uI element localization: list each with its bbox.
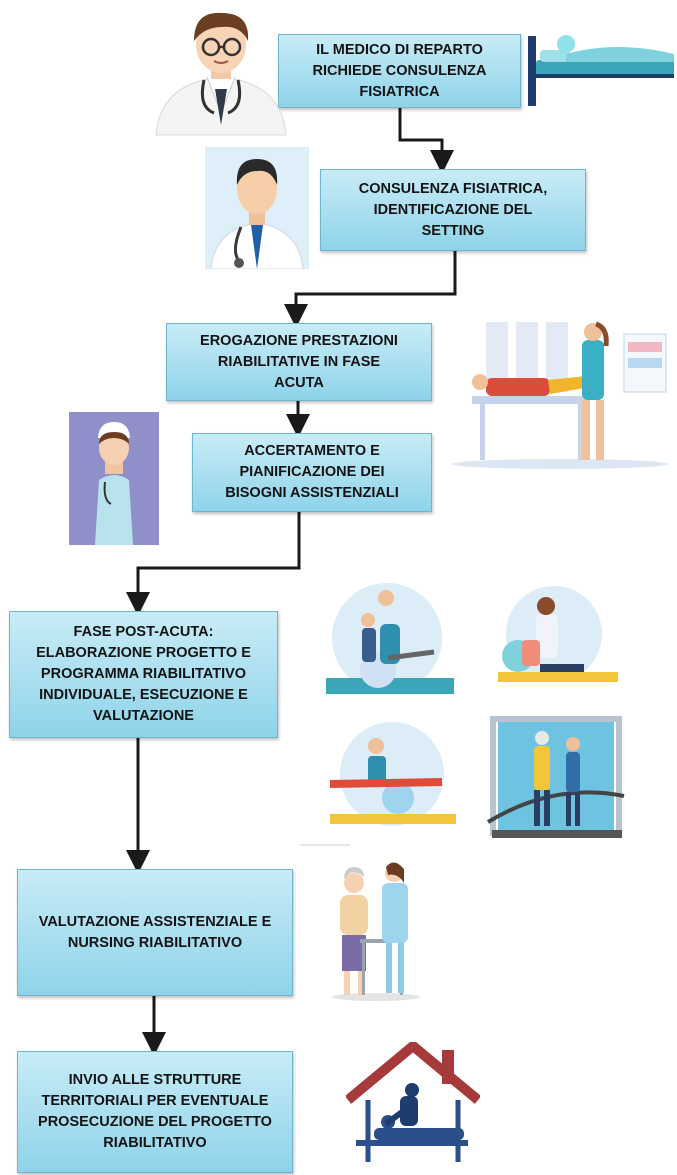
physiotherapy-table-icon xyxy=(452,321,668,469)
treadmill-icon xyxy=(484,712,628,842)
home-care-icon xyxy=(346,1042,480,1162)
arrow-1-2 xyxy=(398,108,454,174)
rehab-exercise-icons xyxy=(326,583,618,826)
step-5-text: FASE POST-ACUTA: ELABORAZIONE PROGETTO E… xyxy=(36,624,251,724)
step-1-text: IL MEDICO DI REPARTO RICHIEDE CONSULENZA… xyxy=(312,41,487,100)
step-6-box: VALUTAZIONE ASSISTENZIALE E NURSING RIAB… xyxy=(17,869,293,996)
arrow-2-3 xyxy=(284,250,457,328)
physician-stethoscope-icon xyxy=(205,147,309,269)
step-3-text: EROGAZIONE PRESTAZIONI RIABILITATIVE IN … xyxy=(200,332,398,391)
step-3-box: EROGAZIONE PRESTAZIONI RIABILITATIVE IN … xyxy=(166,323,432,401)
step-4-box: ACCERTAMENTO E PIANIFICAZIONE DEI BISOGN… xyxy=(192,433,432,512)
step-7-box: INVIO ALLE STRUTTURE TERRITORIALI PER EV… xyxy=(17,1051,293,1173)
doctor-icon xyxy=(155,12,287,136)
step-6-text: VALUTAZIONE ASSISTENZIALE E NURSING RIAB… xyxy=(38,913,272,951)
step-4-text: ACCERTAMENTO E PIANIFICAZIONE DEI BISOGN… xyxy=(225,443,399,501)
step-2-box: CONSULENZA FISIATRICA, IDENTIFICAZIONE D… xyxy=(320,169,586,251)
walker-assist-icon xyxy=(332,862,420,1001)
step-2-text: CONSULENZA FISIATRICA, IDENTIFICAZIONE D… xyxy=(358,180,548,239)
step-7-text: INVIO ALLE STRUTTURE TERRITORIALI PER EV… xyxy=(38,1072,272,1151)
nurse-icon xyxy=(69,412,159,545)
step-5-box: FASE POST-ACUTA: ELABORAZIONE PROGETTO E… xyxy=(9,611,278,738)
step-1-box: IL MEDICO DI REPARTO RICHIEDE CONSULENZA… xyxy=(278,34,521,108)
hospital-bed-icon xyxy=(528,35,674,106)
arrow-4-5 xyxy=(126,512,301,616)
